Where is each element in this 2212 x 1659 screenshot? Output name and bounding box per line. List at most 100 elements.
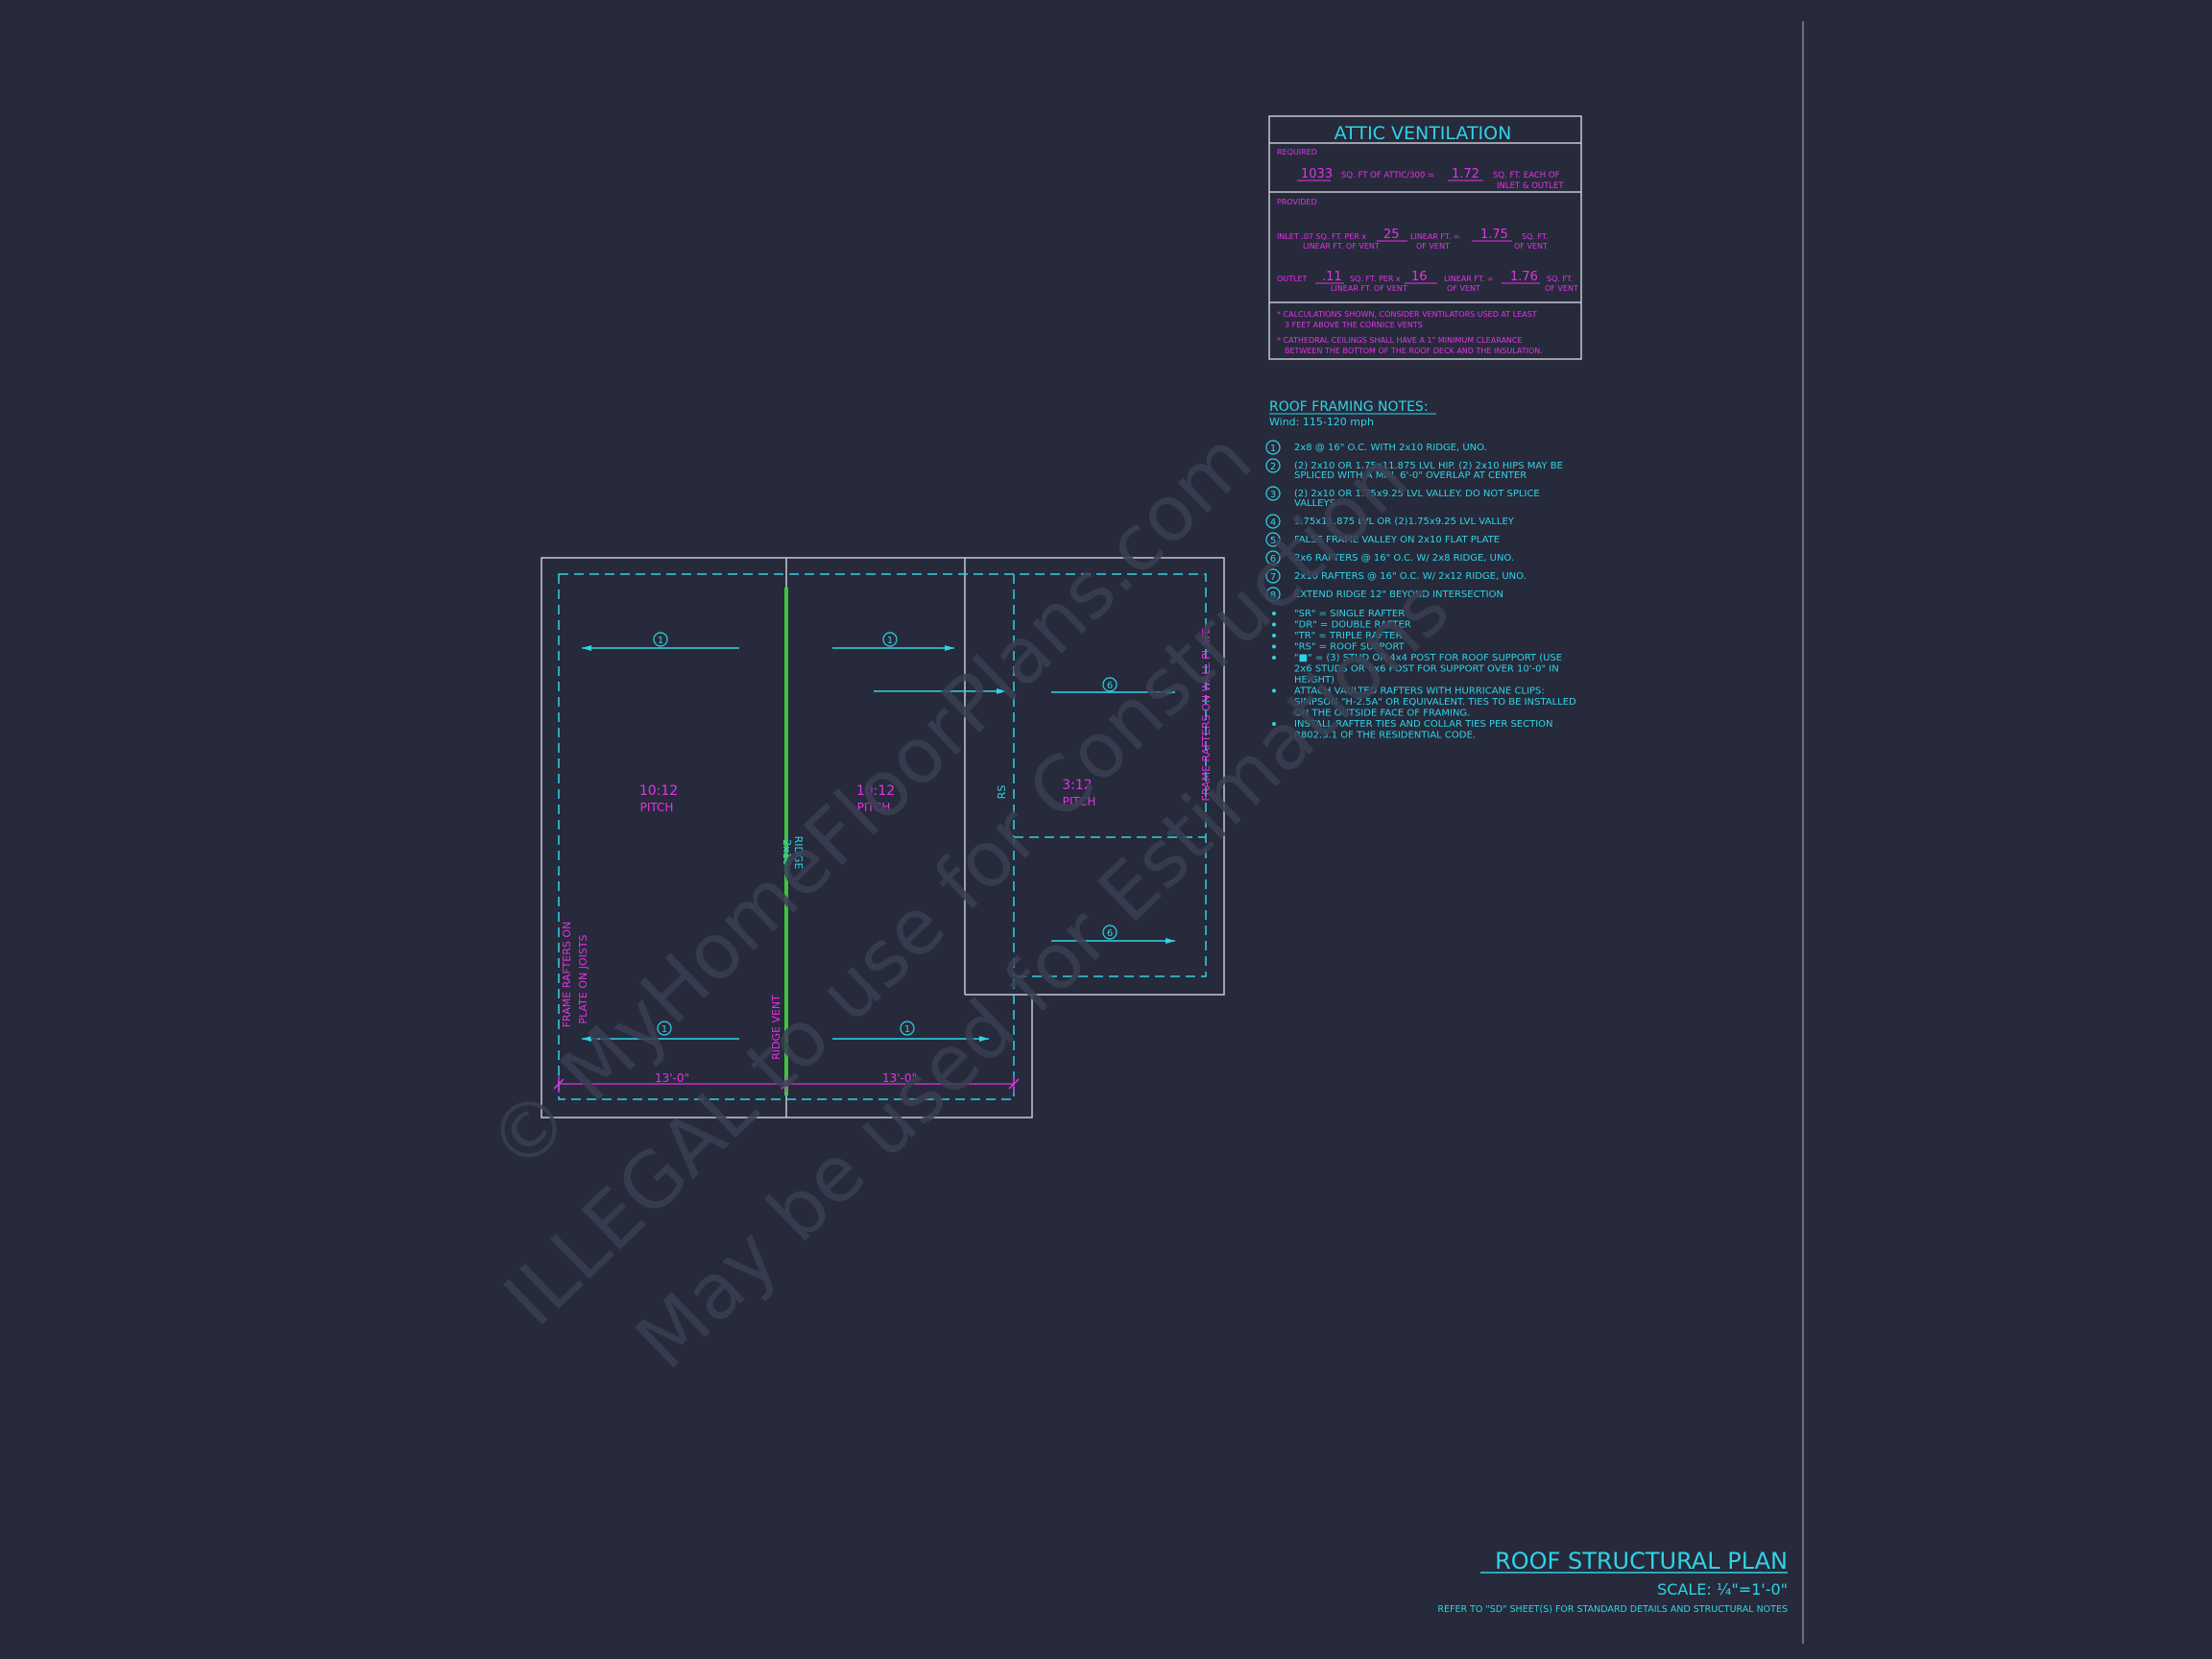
- framing-note-text: (2) 2x10 OR 1.75x11.875 LVL HIP. (2) 2x1…: [1294, 461, 1563, 471]
- framing-bullet-text: "■" = (3) STUD OR 4x4 POST FOR ROOF SUPP…: [1294, 653, 1562, 663]
- outlet-text2: SQ. FT. PER x: [1350, 275, 1401, 283]
- inlet-text1b: LINEAR FT. OF VENT: [1303, 242, 1380, 251]
- outlet-text4: SQ. FT.: [1547, 275, 1573, 283]
- sheet-reference: REFER TO "SD" SHEET(S) FOR STANDARD DETA…: [1437, 1604, 1788, 1615]
- roof-framing-notes: ROOF FRAMING NOTES: Wind: 115-120 mph 1 2…: [1265, 399, 1576, 741]
- ventilation-title: ATTIC VENTILATION: [1334, 123, 1512, 144]
- framing-bullet-text: SIMPSON "H-2.5A" OR EQUIVALENT. TIES TO …: [1294, 697, 1576, 708]
- svg-text:6: 6: [1107, 681, 1113, 691]
- outlet-text3b: OF VENT: [1447, 284, 1480, 293]
- framing-bullet-text: R802.3.1 OF THE RESIDENTIAL CODE.: [1294, 731, 1476, 741]
- pitch-label-3: 3:12: [1062, 778, 1092, 793]
- framing-note-text: EXTEND RIDGE 12" BEYOND INTERSECTION: [1294, 589, 1503, 600]
- outlet-value2: 16: [1411, 270, 1428, 284]
- framing-note-text: 1.75x11.875 LVL OR (2)1.75x9.25 LVL VALL…: [1294, 517, 1515, 527]
- framing-note-text: VALLEYS: [1294, 498, 1335, 509]
- framing-bullet-text: INSTALL RAFTER TIES AND COLLAR TIES PER …: [1294, 719, 1553, 730]
- framing-note-number: 2: [1270, 462, 1276, 472]
- outlet-text4b: OF VENT: [1545, 284, 1578, 293]
- framing-bullet: "SR" = SINGLE RAFTER: [1272, 609, 1405, 619]
- framing-bullet-text: ATTACH VAULTED RAFTERS WITH HURRICANE CL…: [1294, 686, 1545, 697]
- framing-note-7: 7 2x10 RAFTERS @ 16" O.C. W/ 2x12 RIDGE, …: [1265, 568, 1527, 584]
- sheet-title: ROOF STRUCTURAL PLAN: [1495, 1548, 1788, 1575]
- framing-note-number: 6: [1270, 554, 1276, 565]
- framing-note-3: 3 (2) 2x10 OR 1.75x9.25 LVL VALLEY. DO NO…: [1265, 486, 1540, 509]
- rafter-arrow-dashed: [874, 688, 1006, 694]
- ridge-vent-label: RIDGE VENT: [770, 995, 782, 1060]
- vent-note2a: * CATHEDRAL CEILINGS SHALL HAVE A 1" MIN…: [1277, 336, 1523, 345]
- watermark-line1: © MyHomeFloorPlans.com: [470, 415, 1268, 1190]
- framing-note-4: 4 1.75x11.875 LVL OR (2)1.75x9.25 LVL VAL…: [1265, 514, 1515, 529]
- rafter-arrow-6a: 6: [1051, 677, 1175, 695]
- sheet-scale: SCALE: ¼"=1'-0": [1657, 1580, 1788, 1599]
- req-text2: SQ. FT. EACH OF: [1493, 171, 1560, 180]
- inlet-text3b: OF VENT: [1514, 242, 1548, 251]
- outlet-value3: 1.76: [1510, 270, 1538, 284]
- wall-dashed-outline: [558, 573, 1207, 1100]
- rafter-arrow-1a: 1: [582, 632, 739, 651]
- outlet-text1: OUTLET: [1277, 275, 1308, 283]
- rafter-arrow-6b: 6: [1051, 925, 1175, 944]
- wind-speed: Wind: 115-120 mph: [1269, 416, 1374, 428]
- framing-bullet: "DR" = DOUBLE RAFTER: [1272, 620, 1411, 631]
- inlet-text2: LINEAR FT. =: [1410, 232, 1460, 241]
- framing-note-number: 7: [1270, 572, 1276, 583]
- svg-text:1: 1: [887, 636, 893, 646]
- inlet-value1: 25: [1383, 228, 1400, 242]
- req-value2: 1.72: [1452, 167, 1479, 181]
- framing-bullet-text: HEIGHT): [1294, 675, 1334, 685]
- framing-note-number: 4: [1270, 517, 1276, 528]
- watermark: © MyHomeFloorPlans.com ILLEGAL to use fo…: [470, 415, 1466, 1386]
- framing-bullet-text: ON THE OUTSIDE FACE OF FRAMING.: [1294, 709, 1470, 719]
- outlet-text2b: LINEAR FT. OF VENT: [1331, 284, 1407, 293]
- framing-note-number: 1: [1270, 444, 1276, 454]
- pitch-word-3: PITCH: [1063, 795, 1096, 808]
- framing-bullet: "RS" = ROOF SUPPORT: [1272, 642, 1406, 653]
- dimension-label-1: 13'-0": [655, 1071, 689, 1085]
- framing-note-text: 2x6 RAFTERS @ 16" O.C. W/ 2x8 RIDGE, UNO…: [1294, 553, 1514, 564]
- framing-note-text: 2x8 @ 16" O.C. WITH 2x10 RIDGE, UNO.: [1294, 443, 1487, 453]
- outlet-text3: LINEAR FT. =: [1444, 275, 1494, 283]
- framing-bullet: "■" = (3) STUD OR 4x4 POST FOR ROOF SUPP…: [1272, 653, 1562, 685]
- pitch-word-2: PITCH: [857, 801, 891, 814]
- title-block: ROOF STRUCTURAL PLAN SCALE: ¼"=1'-0" REF…: [1437, 1548, 1788, 1615]
- inlet-text1: INLET .07 SQ. FT. PER x: [1277, 232, 1366, 241]
- notes-title: ROOF FRAMING NOTES:: [1269, 399, 1429, 415]
- inlet-text2b: OF VENT: [1416, 242, 1450, 251]
- vent-note1b: 3 FEET ABOVE THE CORNICE VENTS: [1285, 321, 1423, 329]
- framing-note-1: 1 2x8 @ 16" O.C. WITH 2x10 RIDGE, UNO.: [1265, 440, 1487, 455]
- req-text1: SQ. FT OF ATTIC/300 =: [1341, 171, 1434, 180]
- frame-rafters-right: FRAME RAFTERS ON WALL PLATE: [1200, 627, 1213, 801]
- required-label: REQUIRED: [1277, 148, 1317, 156]
- provided-label: PROVIDED: [1277, 198, 1317, 206]
- vent-note1a: * CALCULATIONS SHOWN, CONSIDER VENTILATO…: [1277, 310, 1537, 319]
- framing-bullet-text: "RS" = ROOF SUPPORT: [1294, 642, 1406, 653]
- ridge-label: RIDGE: [792, 836, 805, 870]
- notes-list: 1 2x8 @ 16" O.C. WITH 2x10 RIDGE, UNO. 2 (2…: [1265, 440, 1576, 741]
- framing-bullet-text: "TR" = TRIPLE RAFTER: [1294, 631, 1402, 641]
- rafter-arrow-1d: 1: [832, 1021, 989, 1042]
- framing-note-text: (2) 2x10 OR 1.75x9.25 LVL VALLEY. DO NOT…: [1294, 489, 1540, 499]
- inlet-value2: 1.75: [1480, 228, 1508, 242]
- framing-note-2: 2 (2) 2x10 OR 1.75x11.875 LVL HIP. (2) 2x…: [1265, 458, 1563, 481]
- framing-note-number: 8: [1270, 590, 1276, 601]
- framing-bullet: INSTALL RAFTER TIES AND COLLAR TIES PER …: [1272, 719, 1553, 741]
- svg-text:1: 1: [658, 636, 663, 646]
- pitch-label-2: 10:12: [856, 783, 895, 799]
- framing-bullet-text: 2x6 STUDS OR 6x6 POST FOR SUPPORT OVER 1…: [1294, 664, 1559, 675]
- frame-rafters-left-2: PLATE ON JOISTS: [577, 934, 589, 1023]
- framing-bullet-text: "SR" = SINGLE RAFTER: [1294, 609, 1405, 619]
- framing-note-text: FALSE FRAME VALLEY ON 2x10 FLAT PLATE: [1294, 535, 1500, 545]
- framing-bullet-text: "DR" = DOUBLE RAFTER: [1294, 620, 1411, 631]
- ridge-size-label: 2x10: [781, 839, 793, 866]
- attic-ventilation-table: ATTIC VENTILATION REQUIRED 1033 SQ. FT O…: [1268, 115, 1582, 360]
- framing-note-number: 3: [1270, 490, 1276, 500]
- vent-note2b: BETWEEN THE BOTTOM OF THE ROOF DECK AND …: [1285, 347, 1543, 355]
- svg-text:1: 1: [661, 1024, 667, 1035]
- rafter-arrow-1c: 1: [582, 1021, 739, 1042]
- roof-plan: 1 1 6 6 1: [541, 557, 1225, 1118]
- inlet-text3: SQ. FT.: [1522, 232, 1548, 241]
- framing-note-text: 2x10 RAFTERS @ 16" O.C. W/ 2x12 RIDGE, U…: [1294, 571, 1527, 582]
